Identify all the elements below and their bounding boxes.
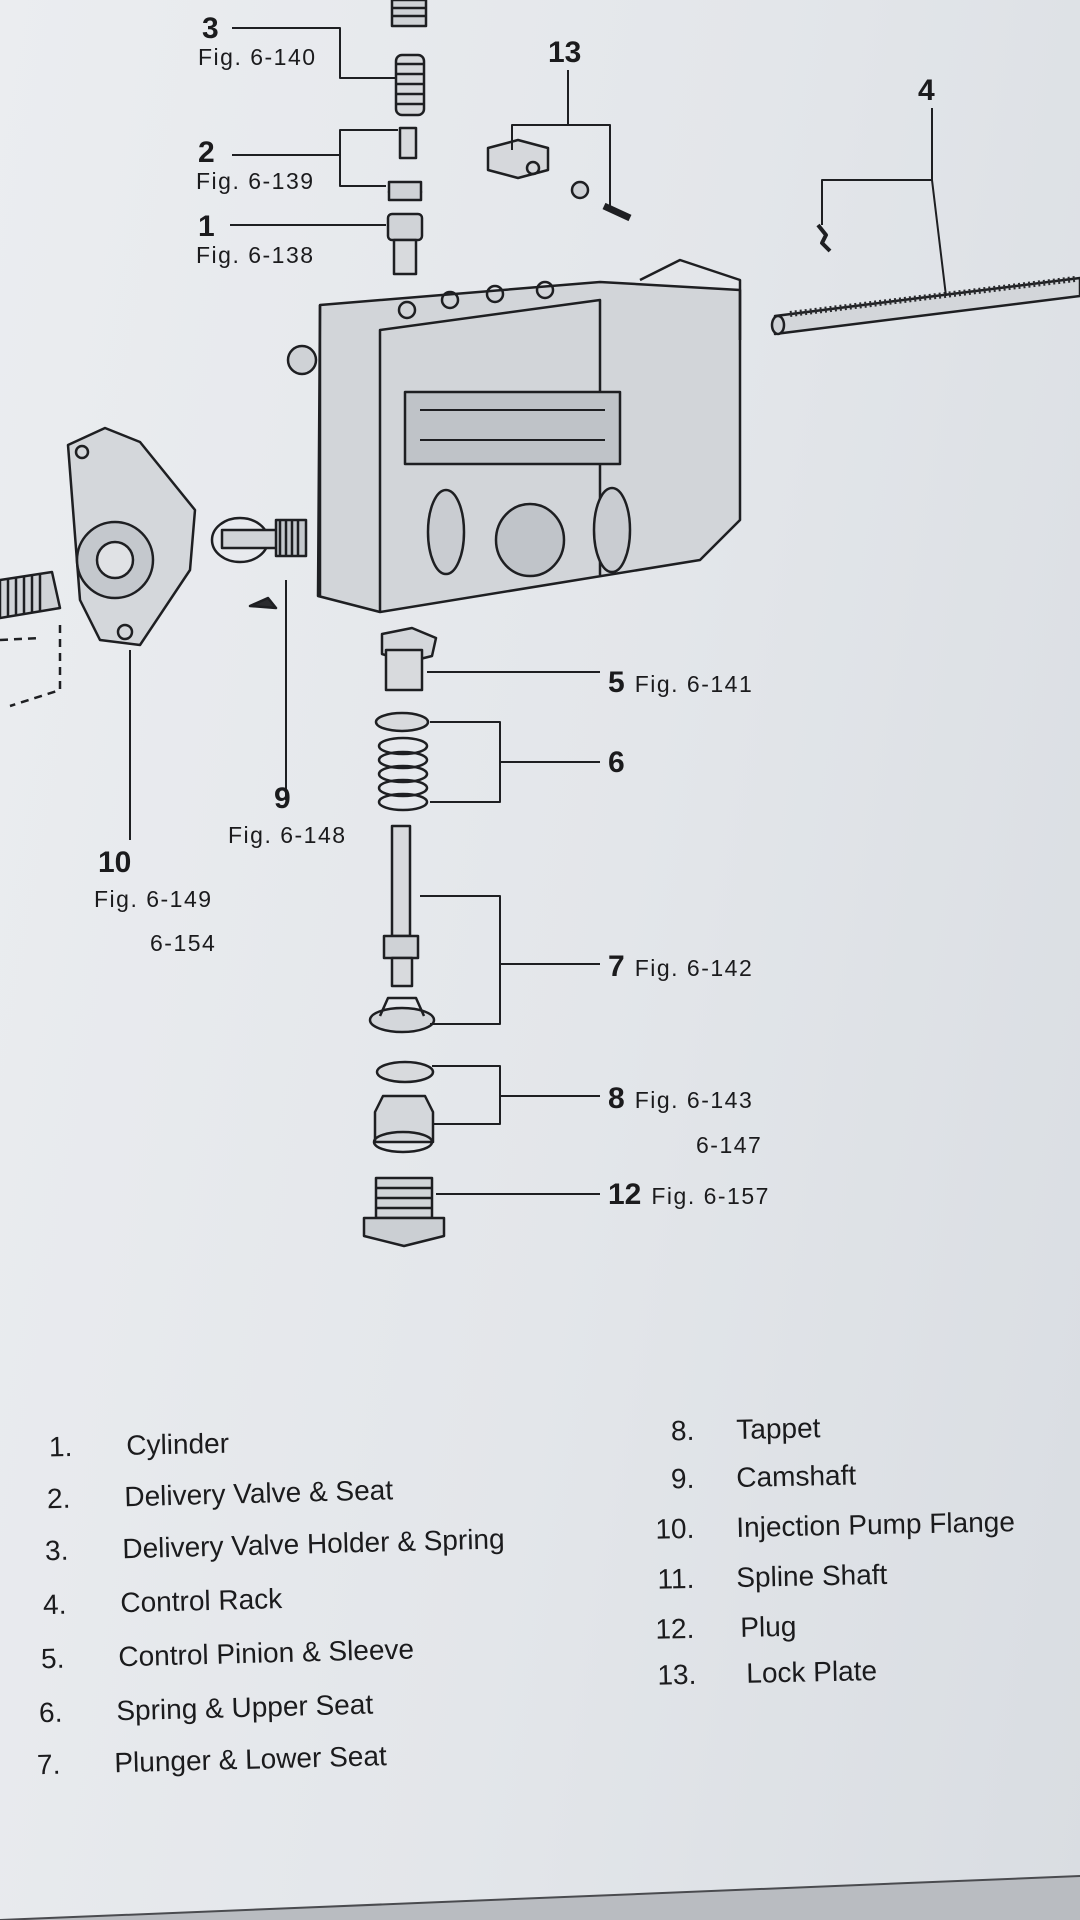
legend-item-label: Spring & Upper Seat bbox=[115, 1688, 374, 1727]
pump-housing-part bbox=[286, 258, 742, 614]
lock-plate-part bbox=[486, 138, 632, 222]
callout-3: 3 Fig. 6-140 bbox=[198, 12, 317, 69]
delivery-valve-part bbox=[387, 126, 423, 202]
callout-number: 13 bbox=[548, 36, 582, 69]
callout-12: 12 Fig. 6-157 bbox=[608, 1180, 770, 1210]
legend-item-label: Delivery Valve & Seat bbox=[123, 1474, 394, 1513]
callout-number: 3 bbox=[202, 12, 219, 45]
legend-item-label: Cylinder bbox=[125, 1427, 230, 1461]
legend-item-number: 13. bbox=[657, 1658, 697, 1691]
legend-item-label: Injection Pump Flange bbox=[735, 1506, 1016, 1543]
legend-item-label: Plug bbox=[739, 1610, 797, 1643]
callout-figure-ref: Fig. 6-157 bbox=[651, 1183, 770, 1209]
callout-6: 6 bbox=[608, 748, 625, 778]
callout-number: 9 bbox=[274, 782, 291, 815]
plug-part bbox=[362, 1176, 446, 1248]
callout-10-range-end: 6-154 bbox=[150, 930, 217, 956]
spline-shaft-part bbox=[0, 570, 62, 708]
plunger-lower-seat-part bbox=[368, 824, 436, 1034]
legend-item-label: Plunger & Lower Seat bbox=[113, 1740, 388, 1779]
legend-item-label: Camshaft bbox=[735, 1459, 857, 1493]
legend-item-number: 8. bbox=[670, 1414, 695, 1447]
legend-item-number: 12. bbox=[655, 1612, 695, 1645]
legend-item-number: 2. bbox=[46, 1482, 71, 1515]
callout-figure-ref: Fig. 6-138 bbox=[196, 242, 315, 268]
callout-figure-ref: Fig. 6-139 bbox=[196, 168, 315, 194]
legend-item-number: 3. bbox=[44, 1534, 69, 1567]
callout-figure-ref: Fig. 6-143 bbox=[634, 1087, 754, 1113]
callout-number: 10 bbox=[98, 846, 132, 879]
callout-10: 10 bbox=[98, 848, 131, 878]
tappet-part bbox=[372, 1060, 435, 1154]
control-pinion-part bbox=[380, 626, 438, 692]
legend-item-label: Lock Plate bbox=[745, 1655, 878, 1689]
callout-8-range-end: 6-147 bbox=[696, 1132, 763, 1158]
leader-lines bbox=[129, 27, 947, 1195]
injection-pump-exploded-diagram bbox=[0, 0, 1080, 1248]
legend-item-number: 1. bbox=[48, 1430, 73, 1463]
callout-13: 13 bbox=[548, 38, 581, 68]
callout-7: 7 Fig. 6-142 bbox=[608, 952, 753, 982]
callout-5: 5 Fig. 6-141 bbox=[608, 668, 753, 698]
legend-item-number: 10. bbox=[655, 1512, 695, 1545]
delivery-valve-holder-part bbox=[390, 0, 428, 117]
callout-8: 8 Fig. 6-143 bbox=[608, 1084, 753, 1114]
callout-number: 12 bbox=[608, 1178, 642, 1211]
legend-item-number: 7. bbox=[36, 1748, 61, 1781]
callout-1: 1 Fig. 6-138 bbox=[196, 210, 315, 268]
callout-2: 2 Fig. 6-139 bbox=[196, 136, 315, 194]
spring-upper-seat-part bbox=[374, 711, 430, 812]
callout-number: 5 bbox=[608, 666, 625, 699]
callout-10-figure: Fig. 6-149 bbox=[94, 886, 213, 911]
control-rack-part bbox=[770, 223, 1080, 336]
callout-figure-ref: Fig. 6-142 bbox=[634, 955, 754, 981]
legend-item-label: Control Rack bbox=[119, 1583, 283, 1619]
legend-item-number: 6. bbox=[38, 1696, 63, 1729]
legend-item-label: Control Pinion & Sleeve bbox=[117, 1633, 415, 1673]
callout-number: 8 bbox=[608, 1082, 625, 1115]
callout-figure-ref: Fig. 6-149 bbox=[94, 886, 213, 912]
legend-item-number: 9. bbox=[670, 1462, 695, 1495]
callout-figure-ref: Fig. 6-140 bbox=[198, 44, 317, 70]
cylinder-part bbox=[386, 212, 424, 276]
callout-number: 4 bbox=[918, 74, 935, 107]
legend-item-number: 4. bbox=[42, 1588, 67, 1621]
callout-figure-ref: Fig. 6-141 bbox=[634, 671, 754, 697]
page-edge bbox=[0, 1875, 1080, 1920]
callout-9: 9 bbox=[274, 784, 291, 814]
callout-number: 6 bbox=[608, 746, 625, 779]
callout-number: 2 bbox=[198, 136, 215, 169]
callout-number: 1 bbox=[198, 210, 215, 243]
legend-item-number: 5. bbox=[40, 1642, 65, 1675]
legend-item-label: Spline Shaft bbox=[735, 1558, 888, 1593]
legend-item-label: Delivery Valve Holder & Spring bbox=[121, 1523, 505, 1565]
callout-9-figure: Fig. 6-148 bbox=[228, 822, 347, 847]
callout-4: 4 bbox=[918, 76, 935, 106]
camshaft-part bbox=[210, 516, 308, 610]
legend-item-number: 11. bbox=[657, 1562, 695, 1595]
callout-number: 7 bbox=[608, 950, 625, 983]
injection-pump-flange-part bbox=[66, 426, 197, 647]
callout-figure-ref: Fig. 6-148 bbox=[228, 822, 347, 848]
legend-item-label: Tappet bbox=[735, 1412, 821, 1445]
